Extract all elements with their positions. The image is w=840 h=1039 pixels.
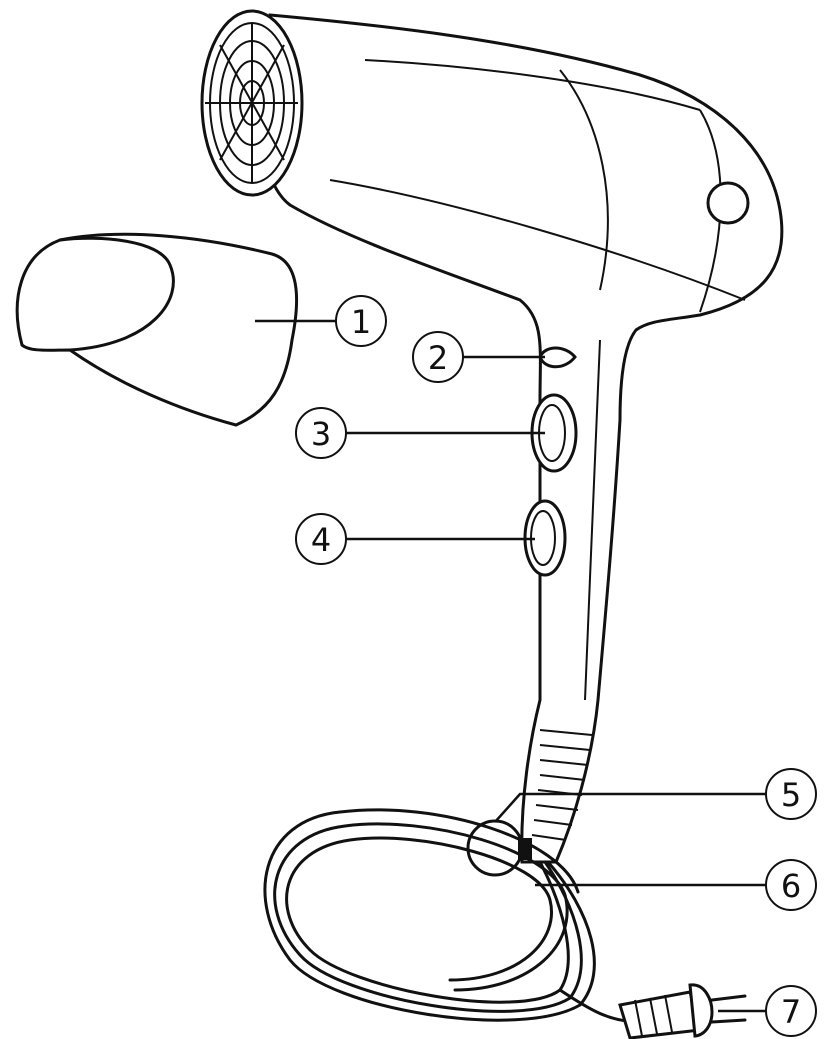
callout-3-label: 3: [311, 415, 331, 453]
callout-6: 6: [765, 859, 817, 911]
callout-4: 4: [295, 513, 347, 565]
power-cord: [263, 808, 642, 1024]
concentrator-nozzle: [15, 232, 299, 427]
callout-5: 5: [765, 768, 817, 820]
callout-line-5: [494, 792, 766, 823]
cool-shot-indicator: [538, 346, 577, 369]
callout-2: 2: [412, 331, 464, 383]
callout-7: 7: [765, 985, 817, 1037]
dryer-body: [200, 9, 784, 864]
callout-6-label: 6: [781, 867, 801, 905]
callout-3: 3: [295, 407, 347, 459]
callout-4-label: 4: [311, 521, 331, 559]
callout-2-label: 2: [428, 339, 448, 377]
callout-5-label: 5: [781, 776, 801, 814]
power-plug: [618, 983, 747, 1039]
callout-7-label: 7: [781, 993, 801, 1031]
speed-switch: [530, 393, 578, 473]
callout-1: 1: [335, 295, 387, 347]
callout-1-label: 1: [351, 303, 371, 341]
grip-texture: [531, 729, 593, 841]
